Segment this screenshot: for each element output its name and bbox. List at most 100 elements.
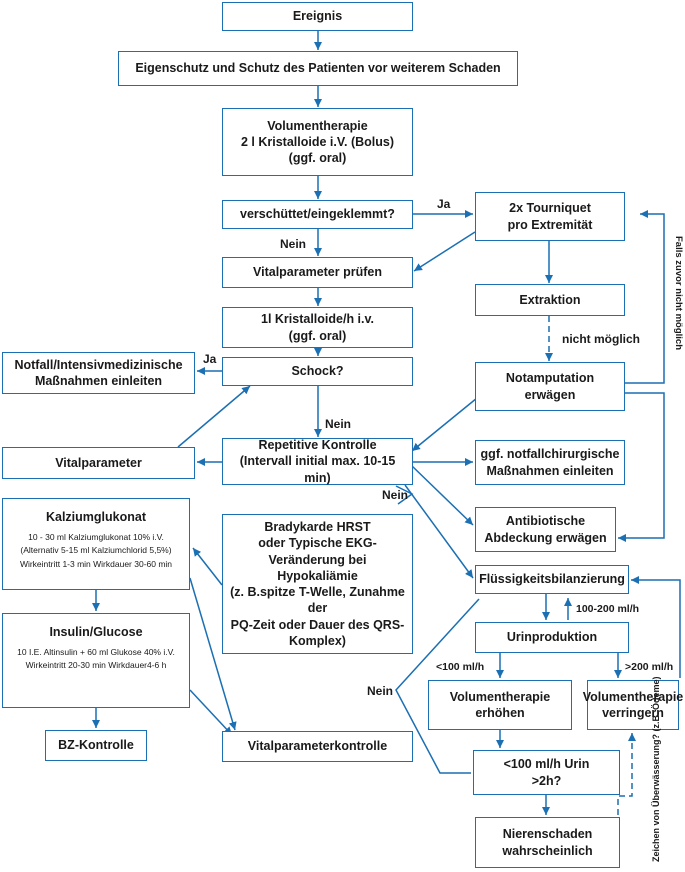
node-vitalparameter: Vitalparameter xyxy=(2,447,195,479)
label-100-200: 100-200 ml/h xyxy=(576,603,640,615)
label-ja-notfall: Ja xyxy=(203,352,217,366)
arrow-notamp-repetitive xyxy=(411,397,478,452)
node-kristalloide-line-1: (ggf. oral) xyxy=(288,328,347,343)
node-vol-erhoehen: Volumentherapie erhöhen xyxy=(428,680,572,730)
node-ereignis: Ereignis xyxy=(222,2,413,31)
arrow-notamp-antibiotisch xyxy=(618,392,665,542)
node-bradykarde-line-4: (z. B.spitze T-Welle, Zunahme der xyxy=(230,585,405,616)
arrow-tourniquet-vital xyxy=(413,231,476,272)
node-tourniquet-line-0: 2x Tourniquet xyxy=(509,201,591,216)
node-vitalparameterkontrolle-line-0: Vitalparameterkontrolle xyxy=(247,739,388,754)
node-urin-2h-line-1: >2h? xyxy=(531,773,562,788)
node-vol-verringern-line-1: verringern xyxy=(602,706,664,720)
node-repetitive-line-1: (Intervall initial max. 10-15 min) xyxy=(239,454,396,485)
node-notfall-line-0: Notfall/Intensivmedizinische xyxy=(14,357,183,372)
node-extraktion: Extraktion xyxy=(475,284,625,316)
node-urin-2h-line-0: <100 ml/h Urin xyxy=(503,757,590,772)
node-urinproduktion: Urinproduktion xyxy=(475,622,629,653)
node-bz-kontrolle: BZ-Kontrolle xyxy=(45,730,147,761)
node-ereignis-line-0: Ereignis xyxy=(292,9,343,24)
arrow-niere-verringern xyxy=(617,733,636,815)
node-kalziumglukonat: Kalziumglukonat 10 - 30 ml Kalziumglukon… xyxy=(2,498,190,590)
node-bradykarde: Bradykarde HRST oder Typische EKG-Verände… xyxy=(222,514,413,654)
insulin_details-line-1: Wirkeintritt 20-30 min Wirkdauer4-6 h xyxy=(25,660,167,671)
node-notfallchirurgisch-line-1: Maßnahmen einleiten xyxy=(486,463,614,478)
arrow-nein-brady xyxy=(395,485,414,505)
node-insulin-glucose: Insulin/Glucose 10 I.E. Altinsulin + 60 … xyxy=(2,613,190,708)
node-vol-verringern: Volumentherapie verringern xyxy=(583,680,683,730)
node-repetitive: Repetitive Kontrolle(Intervall initial m… xyxy=(222,438,413,485)
node-vol-erhoehen-line-1: erhöhen xyxy=(475,706,525,720)
node-antibiotische-line-1: Abdeckung erwägen xyxy=(484,530,607,545)
node-bz-kontrolle-line-0: BZ-Kontrolle xyxy=(58,738,134,753)
node-kristalloide: 1l Kristalloide/h i.v.(ggf. oral) xyxy=(222,307,413,348)
arrow-repetitive-fluessigkeit xyxy=(404,484,474,579)
label-falls-zuvor: Falls zuvor nicht möglich xyxy=(673,236,684,351)
arrow-vitalparameter-schock xyxy=(177,385,251,448)
node-verschuettet-line-0: verschüttet/eingeklemmt? xyxy=(240,207,395,222)
node-bradykarde-line-3: Hypokaliämie xyxy=(277,568,358,583)
kalzium-title: Kalziumglukonat xyxy=(45,510,146,524)
insulin_details-line-0: 10 I.E. Altinsulin + 60 ml Glukose 40% i… xyxy=(17,647,175,658)
node-bradykarde-line-5: PQ-Zeit oder Dauer des QRS- xyxy=(230,617,405,632)
node-tourniquet-line-1: pro Extremität xyxy=(507,217,593,232)
node-volumentherapie-line-2: (ggf. oral) xyxy=(288,151,347,166)
node-notamputation-line-0: Notamputation xyxy=(505,371,595,386)
kalzium_details-line-1: (Alternativ 5-15 ml Kalziumchlorid 5,5%) xyxy=(20,545,172,556)
insulin-title: Insulin/Glucose xyxy=(49,625,143,639)
label-nicht-moeglich: nicht möglich xyxy=(562,332,640,346)
arrow-repetitive-antibiotisch xyxy=(410,464,474,526)
label-nein-brady: Nein xyxy=(382,488,409,502)
node-verschuettet: verschüttet/eingeklemmt? xyxy=(222,200,413,229)
node-notfall-line-1: Maßnahmen einleiten xyxy=(34,374,163,388)
node-vol-verringern-line-0: Volumentherapie xyxy=(582,689,684,704)
node-fluessigkeit-line-0: Flüssigkeitsbilanzierung xyxy=(479,572,625,587)
node-volumentherapie-line-1: 2 l Kristalloide i.V. (Bolus) xyxy=(240,134,395,149)
node-eigenschutz-line-0: Eigenschutz und Schutz des Patienten vor… xyxy=(135,61,501,76)
node-bradykarde-line-2: Veränderung bei xyxy=(268,552,367,567)
kalzium_details-line-2: Wirkeintritt 1-3 min Wirkdauer 30-60 min xyxy=(19,558,173,569)
node-volumentherapie-line-0: Volumentherapie xyxy=(267,118,368,133)
arrow-nein-loop xyxy=(395,598,480,774)
arrow-kalzium-vitalkontrolle xyxy=(189,577,237,731)
node-antibiotische-line-0: Antibiotische xyxy=(505,514,586,529)
kalzium_details-line-0: 10 - 30 ml Kalziumglukonat 10% i.V. xyxy=(28,532,164,543)
node-bradykarde-line-6: Komplex) xyxy=(289,633,346,648)
node-notfallchirurgisch-line-0: ggf. notfallchirurgische xyxy=(480,447,620,462)
label-ja-tourniquet: Ja xyxy=(437,197,451,211)
arrow-verringern-fluessigkeit xyxy=(631,576,681,678)
node-repetitive-line-0: Repetitive Kontrolle xyxy=(258,438,377,453)
arrow-insulin-vitalkontrolle xyxy=(189,689,233,736)
node-nierenschaden-line-0: Nierenschaden xyxy=(502,827,593,842)
node-vitalparameter-line-0: Vitalparameter xyxy=(55,455,142,470)
node-urinproduktion-line-0: Urinproduktion xyxy=(506,630,598,645)
node-vitalparameter-pruefen: Vitalparameter prüfen xyxy=(222,257,413,288)
arrow-notamp-tourniquet xyxy=(625,210,665,384)
label-gt200: >200 ml/h xyxy=(625,661,674,673)
node-notamputation-line-1: erwägen xyxy=(524,387,576,402)
node-vitalparameterkontrolle: Vitalparameterkontrolle xyxy=(222,731,413,762)
node-schock: Schock? xyxy=(222,357,413,386)
node-bradykarde-line-1: oder Typische EKG- xyxy=(258,536,377,551)
label-nein-vital: Nein xyxy=(280,237,307,251)
label-nein-fluid: Nein xyxy=(367,684,394,698)
node-urin-2h: <100 ml/h Urin>2h? xyxy=(473,750,620,795)
arrow-brady-kalzium xyxy=(192,547,223,586)
node-vitalparameter-pruefen-line-0: Vitalparameter prüfen xyxy=(253,265,382,280)
label-zeichen: Zeichen von Überwässerung? (z.B. Ödeme) xyxy=(651,676,661,862)
node-extraktion-line-0: Extraktion xyxy=(519,292,581,307)
node-kristalloide-line-0: 1l Kristalloide/h i.v. xyxy=(261,312,374,327)
label-nein-repetitive: Nein xyxy=(325,417,352,431)
node-fluessigkeit: Flüssigkeitsbilanzierung xyxy=(475,565,629,594)
node-eigenschutz: Eigenschutz und Schutz des Patienten vor… xyxy=(118,51,518,86)
node-vol-erhoehen-line-0: Volumentherapie xyxy=(449,689,551,704)
node-nierenschaden-line-1: wahrscheinlich xyxy=(502,843,593,858)
node-bradykarde-line-0: Bradykarde HRST xyxy=(264,520,371,534)
